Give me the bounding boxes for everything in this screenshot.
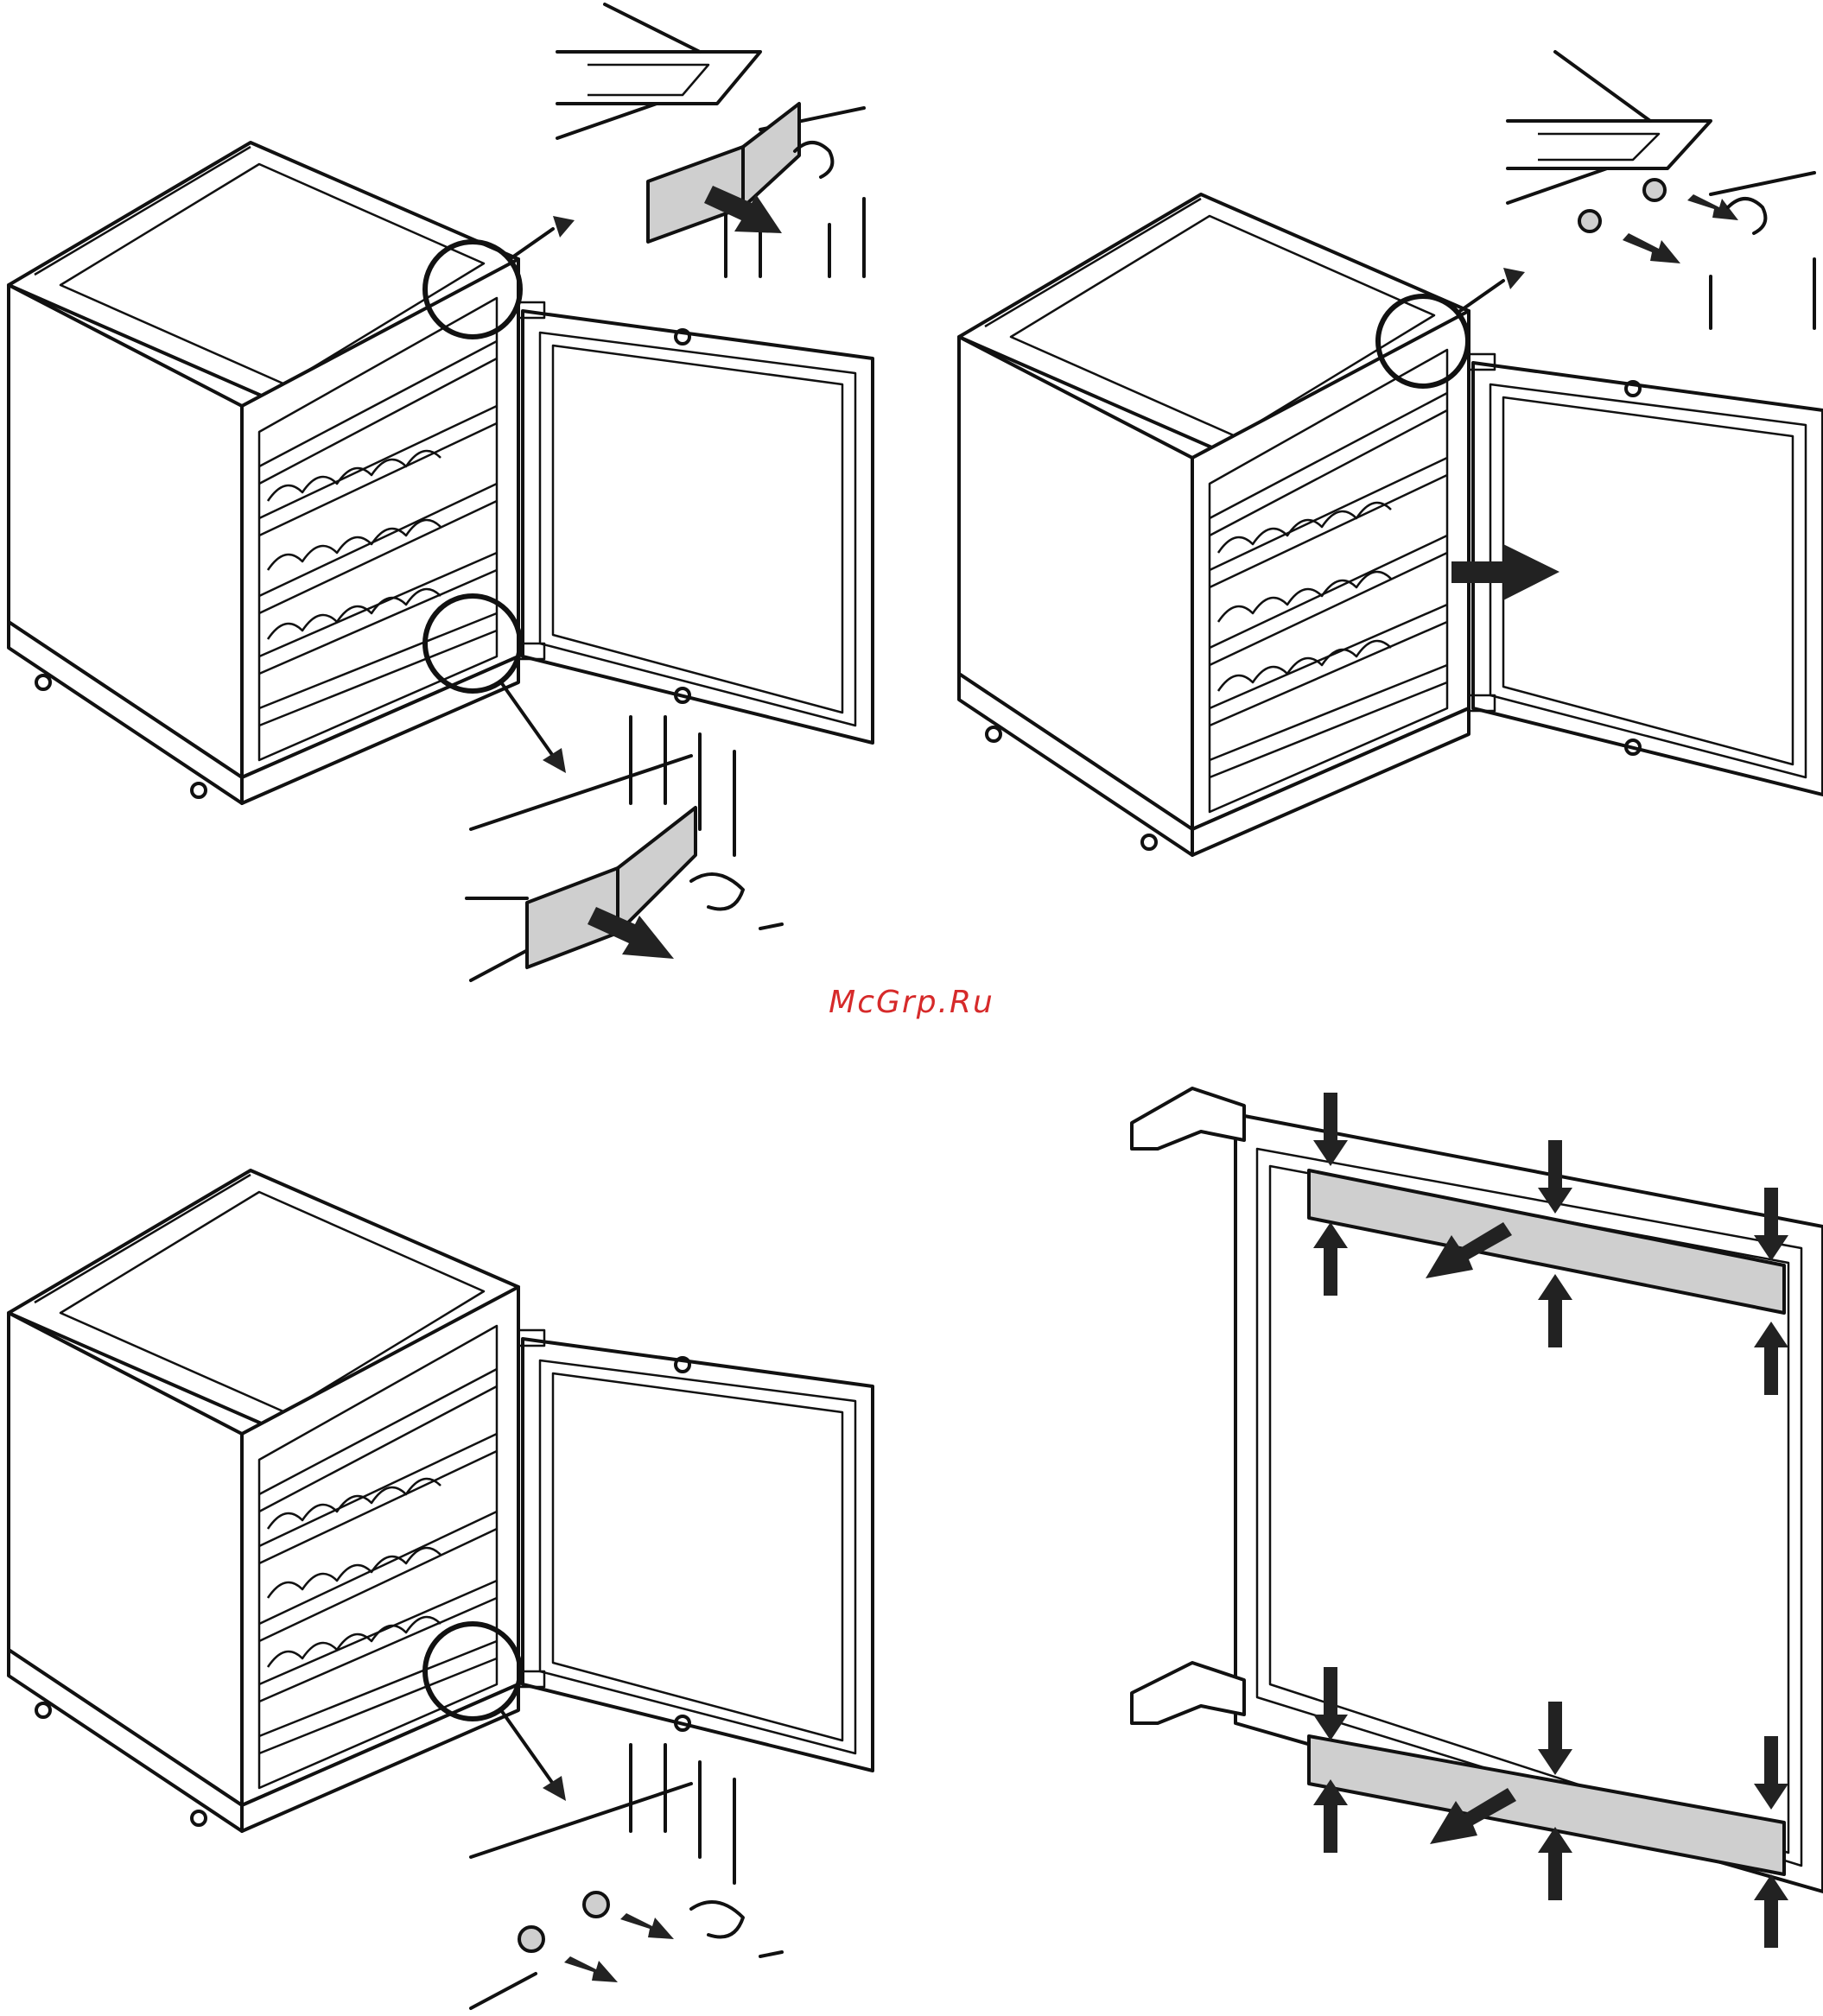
pointer-arrow-icon (1503, 268, 1525, 289)
screw-icon (1579, 211, 1600, 231)
upper-hinge-screws-detail (1508, 52, 1814, 328)
pointer-arrow-icon (543, 748, 566, 773)
screw-icon (584, 1892, 608, 1917)
pull-arrow-icon (1623, 233, 1680, 263)
watermark: McGrp.Ru (0, 985, 1823, 1020)
screw-icon (1644, 180, 1665, 200)
fridge-open-door (9, 143, 873, 803)
pointer-arrow-icon (543, 1776, 566, 1801)
fridge-open-door (9, 1170, 873, 1831)
lower-hinge-bracket (1132, 1663, 1244, 1723)
step-3-unscrew-lower-hinge (9, 1170, 873, 2008)
pull-arrow-icon (564, 1956, 618, 1982)
step-2-unscrew-and-remove-door (959, 52, 1823, 855)
lower-hinge-detail (467, 717, 782, 980)
step-4-remove-decor-strips (1132, 1088, 1823, 1948)
pull-arrow-icon (1687, 194, 1738, 220)
upper-hinge-detail (557, 4, 864, 276)
screw-icon (519, 1927, 543, 1951)
upper-hinge-bracket (1132, 1088, 1244, 1149)
fridge-open-door (959, 194, 1823, 855)
pull-arrow-icon (620, 1913, 674, 1939)
step-1-remove-hinge-covers (9, 4, 873, 980)
pointer-arrow-icon (553, 216, 575, 238)
lower-hinge-screws-detail (471, 1745, 782, 2008)
